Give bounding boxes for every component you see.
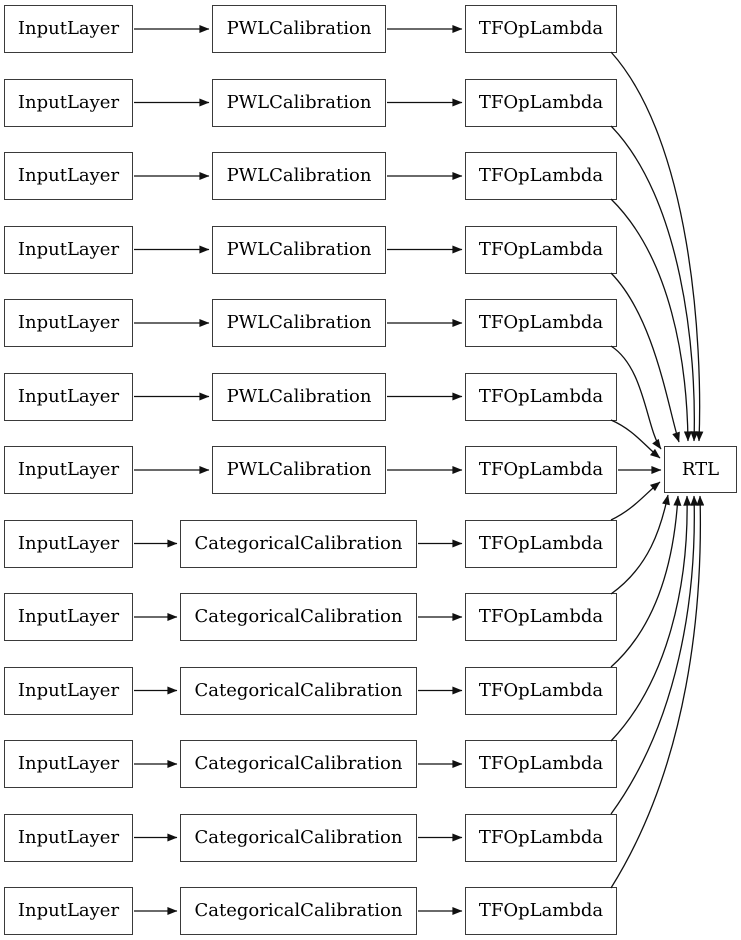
- node-pwlcalibration-2: PWLCalibration: [212, 78, 386, 127]
- node-inputlayer-5: InputLayer: [4, 299, 133, 347]
- node-pwlcalibration-7-label: PWLCalibration: [226, 459, 372, 480]
- node-categoricalcalibration-12: CategoricalCalibration: [180, 813, 417, 862]
- node-tfoplambda-7-label: TFOpLambda: [478, 459, 604, 480]
- edge-curve: [610, 495, 692, 742]
- node-categoricalcalibration-10: CategoricalCalibration: [180, 666, 417, 715]
- node-inputlayer-10-label: InputLayer: [17, 679, 120, 701]
- node-pwlcalibration-5: PWLCalibration: [212, 299, 386, 347]
- edge-curve: [610, 495, 705, 889]
- node-pwlcalibration-5-label: PWLCalibration: [226, 312, 372, 333]
- node-tfoplambda-8: TFOpLambda: [465, 519, 617, 568]
- node-inputlayer-4: InputLayer: [4, 225, 133, 274]
- edge-curve: [610, 345, 662, 450]
- node-tfoplambda-10: TFOpLambda: [465, 666, 617, 715]
- node-pwlcalibration-6-label: PWLCalibration: [226, 385, 372, 407]
- node-inputlayer-8-label: InputLayer: [17, 532, 120, 554]
- node-inputlayer-1: InputLayer: [4, 5, 133, 53]
- edge-curve: [610, 495, 699, 815]
- node-pwlcalibration-4: PWLCalibration: [212, 225, 386, 274]
- node-categoricalcalibration-11-label: CategoricalCalibration: [194, 753, 403, 774]
- node-inputlayer-9: InputLayer: [4, 593, 133, 641]
- node-tfoplambda-7: TFOpLambda: [465, 446, 617, 494]
- node-categoricalcalibration-11: CategoricalCalibration: [180, 740, 417, 788]
- node-categoricalcalibration-8: CategoricalCalibration: [180, 519, 417, 568]
- node-inputlayer-4-label: InputLayer: [17, 238, 120, 260]
- node-inputlayer-3-label: InputLayer: [17, 165, 120, 186]
- node-categoricalcalibration-8-label: CategoricalCalibration: [194, 532, 403, 554]
- node-tfoplambda-9-label: TFOpLambda: [478, 606, 604, 627]
- node-tfoplambda-2: TFOpLambda: [465, 78, 617, 127]
- node-tfoplambda-4: TFOpLambda: [465, 225, 617, 274]
- edge-curve: [610, 51, 704, 442]
- node-tfoplambda-12: TFOpLambda: [465, 813, 617, 862]
- node-inputlayer-12-label: InputLayer: [17, 826, 120, 848]
- edge-curve: [610, 125, 699, 442]
- node-inputlayer-11-label: InputLayer: [17, 753, 120, 774]
- node-pwlcalibration-2-label: PWLCalibration: [226, 91, 372, 113]
- node-tfoplambda-1: TFOpLambda: [465, 5, 617, 53]
- node-categoricalcalibration-12-label: CategoricalCalibration: [194, 826, 403, 848]
- node-categoricalcalibration-13-label: CategoricalCalibration: [194, 900, 403, 921]
- node-categoricalcalibration-9-label: CategoricalCalibration: [194, 606, 403, 627]
- node-tfoplambda-10-label: TFOpLambda: [478, 679, 604, 701]
- node-tfoplambda-11-label: TFOpLambda: [478, 753, 604, 774]
- node-inputlayer-3: InputLayer: [4, 152, 133, 200]
- node-tfoplambda-4-label: TFOpLambda: [478, 238, 604, 260]
- edge-curve: [610, 481, 661, 521]
- node-tfoplambda-12-label: TFOpLambda: [478, 826, 604, 848]
- node-tfoplambda-11: TFOpLambda: [465, 740, 617, 788]
- node-inputlayer-10: InputLayer: [4, 666, 133, 715]
- node-pwlcalibration-7: PWLCalibration: [212, 446, 386, 494]
- node-tfoplambda-8-label: TFOpLambda: [478, 532, 604, 554]
- node-inputlayer-2: InputLayer: [4, 78, 133, 127]
- edge-curve: [610, 198, 692, 442]
- node-rtl-label: RTL: [681, 458, 720, 480]
- node-inputlayer-13: InputLayer: [4, 887, 133, 935]
- node-inputlayer-12: InputLayer: [4, 813, 133, 862]
- node-inputlayer-2-label: InputLayer: [17, 91, 120, 113]
- edge-curve: [610, 272, 680, 443]
- node-inputlayer-11: InputLayer: [4, 740, 133, 788]
- node-pwlcalibration-4-label: PWLCalibration: [226, 238, 372, 260]
- node-tfoplambda-6-label: TFOpLambda: [478, 385, 604, 407]
- node-inputlayer-5-label: InputLayer: [17, 312, 120, 333]
- node-inputlayer-1-label: InputLayer: [17, 18, 120, 39]
- node-inputlayer-8: InputLayer: [4, 519, 133, 568]
- node-pwlcalibration-3: PWLCalibration: [212, 152, 386, 200]
- node-tfoplambda-5: TFOpLambda: [465, 299, 617, 347]
- node-tfoplambda-1-label: TFOpLambda: [478, 18, 604, 39]
- edge-curve: [610, 419, 661, 459]
- node-inputlayer-7: InputLayer: [4, 446, 133, 494]
- node-inputlayer-9-label: InputLayer: [17, 606, 120, 627]
- node-inputlayer-13-label: InputLayer: [17, 900, 120, 921]
- node-tfoplambda-3: TFOpLambda: [465, 152, 617, 200]
- node-inputlayer-6: InputLayer: [4, 372, 133, 421]
- node-pwlcalibration-3-label: PWLCalibration: [226, 165, 372, 186]
- node-tfoplambda-13-label: TFOpLambda: [478, 900, 604, 921]
- node-tfoplambda-5-label: TFOpLambda: [478, 312, 604, 333]
- edge-curve: [610, 495, 682, 668]
- node-inputlayer-6-label: InputLayer: [17, 385, 120, 407]
- node-pwlcalibration-1-label: PWLCalibration: [226, 18, 372, 39]
- node-rtl: RTL: [664, 446, 737, 493]
- node-categoricalcalibration-10-label: CategoricalCalibration: [194, 679, 403, 701]
- node-tfoplambda-13: TFOpLambda: [465, 887, 617, 935]
- node-pwlcalibration-1: PWLCalibration: [212, 5, 386, 53]
- node-pwlcalibration-6: PWLCalibration: [212, 372, 386, 421]
- node-tfoplambda-9: TFOpLambda: [465, 593, 617, 641]
- node-tfoplambda-3-label: TFOpLambda: [478, 165, 604, 186]
- edge-curve: [610, 494, 670, 595]
- node-categoricalcalibration-9: CategoricalCalibration: [180, 593, 417, 641]
- node-inputlayer-7-label: InputLayer: [17, 459, 120, 480]
- node-tfoplambda-6: TFOpLambda: [465, 372, 617, 421]
- node-categoricalcalibration-13: CategoricalCalibration: [180, 887, 417, 935]
- node-tfoplambda-2-label: TFOpLambda: [478, 91, 604, 113]
